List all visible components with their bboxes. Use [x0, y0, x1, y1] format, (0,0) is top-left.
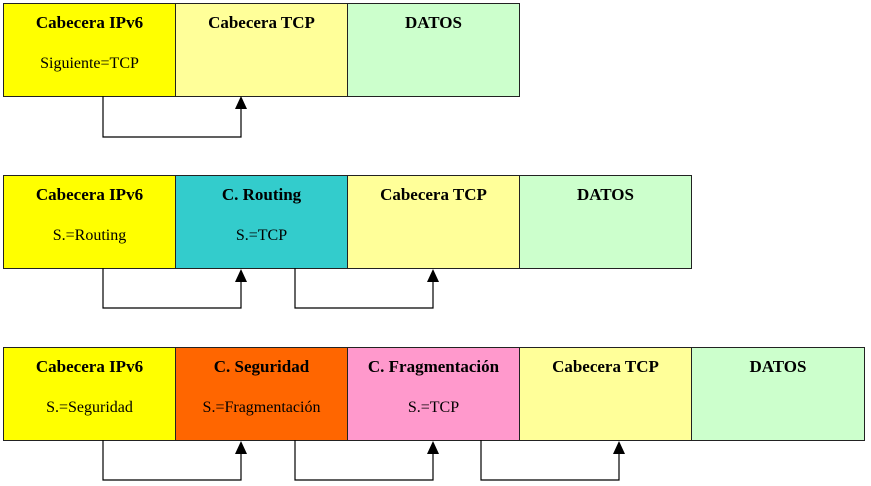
row3-security-next: S.=Fragmentación [202, 399, 321, 416]
row3-datos-box: DATOS [691, 347, 865, 441]
row3-tcp-title: Cabecera TCP [552, 357, 659, 376]
row1-arrowhead [235, 96, 247, 109]
row3-arrow-ipv6-to-security [102, 440, 242, 481]
row1-ipv6-next: Siguiente=TCP [40, 55, 139, 72]
row2-arrowhead-2 [427, 269, 439, 282]
row1-ipv6-title: Cabecera IPv6 [35, 13, 144, 32]
row3-fragment-header-box: C. Fragmentación S.=TCP [347, 347, 520, 441]
row2-tcp-title: Cabecera TCP [380, 185, 487, 204]
row2-arrow-ipv6-to-routing [102, 268, 242, 309]
row1-tcp-title: Cabecera TCP [208, 13, 315, 32]
row3-arrowhead-1 [235, 441, 247, 454]
row2-ipv6-title: Cabecera IPv6 [35, 185, 144, 204]
row3-fragment-title: C. Fragmentación [367, 357, 500, 376]
row2-routing-header-box: C. Routing S.=TCP [175, 175, 348, 269]
row3-arrowhead-3 [613, 441, 625, 454]
row2-datos-title: DATOS [576, 185, 634, 204]
row1-datos-box: DATOS [347, 3, 520, 97]
row2-tcp-header-box: Cabecera TCP [347, 175, 520, 269]
row1-ipv6-header-box: Cabecera IPv6 Siguiente=TCP [3, 3, 176, 97]
row3-arrow-security-to-fragment [294, 440, 434, 481]
row2-routing-title: C. Routing [221, 185, 302, 204]
row3-security-header-box: C. Seguridad S.=Fragmentación [175, 347, 348, 441]
row3-arrowhead-2 [427, 441, 439, 454]
row1-arrow-ipv6-to-tcp [102, 96, 242, 138]
row2-routing-next: S.=TCP [235, 227, 288, 244]
row3-datos-title: DATOS [749, 357, 807, 376]
row3-fragment-next: S.=TCP [407, 399, 460, 416]
row2-arrowhead-1 [235, 269, 247, 282]
row2-ipv6-next: S.=Routing [52, 227, 127, 244]
row3-tcp-header-box: Cabecera TCP [519, 347, 692, 441]
row3-security-title: C. Seguridad [213, 357, 310, 376]
row2-datos-box: DATOS [519, 175, 692, 269]
row2-ipv6-header-box: Cabecera IPv6 S.=Routing [3, 175, 176, 269]
row3-arrow-fragment-to-tcp [480, 440, 620, 481]
row2-arrow-routing-to-tcp [294, 268, 434, 309]
row3-ipv6-next: S.=Seguridad [46, 399, 133, 416]
row1-datos-title: DATOS [404, 13, 462, 32]
row3-ipv6-title: Cabecera IPv6 [35, 357, 144, 376]
